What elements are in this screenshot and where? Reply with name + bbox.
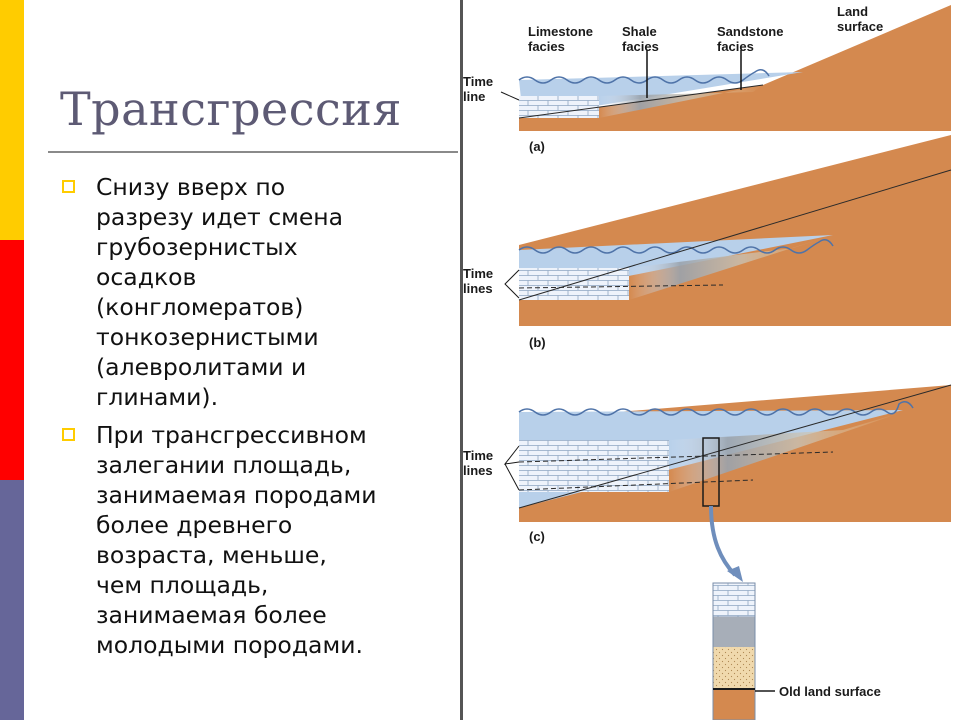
- bullet-text: При трансгрессивном залегании площадь, з…: [96, 421, 377, 659]
- bullet-list: Снизу вверх по разрезу идет смена грубоз…: [60, 172, 455, 660]
- core-column: [712, 582, 775, 720]
- square-bullet-icon: [62, 428, 75, 441]
- bullet-item: При трансгрессивном залегании площадь, з…: [60, 420, 455, 660]
- panel-a-label: (a): [529, 139, 545, 154]
- accent-stripe-red: [0, 240, 24, 480]
- vertical-divider: [460, 0, 463, 720]
- panel-a: [518, 0, 951, 131]
- square-bullet-icon: [62, 180, 75, 193]
- accent-stripe-yellow: [0, 0, 24, 240]
- bullet-item: Снизу вверх по разрезу идет смена грубоз…: [60, 172, 455, 412]
- panel-c: [518, 384, 952, 582]
- panel-b-label: (b): [529, 335, 546, 350]
- panel-b: [518, 135, 952, 326]
- slide-title: Трансгрессия: [60, 82, 402, 136]
- old-land-surface-label: Old land surface: [779, 684, 881, 699]
- title-divider: [48, 151, 458, 153]
- panel-c-label: (c): [529, 529, 545, 544]
- bullet-text: Снизу вверх по разрезу идет смена грубоз…: [96, 173, 344, 411]
- accent-stripe-purple: [0, 480, 24, 720]
